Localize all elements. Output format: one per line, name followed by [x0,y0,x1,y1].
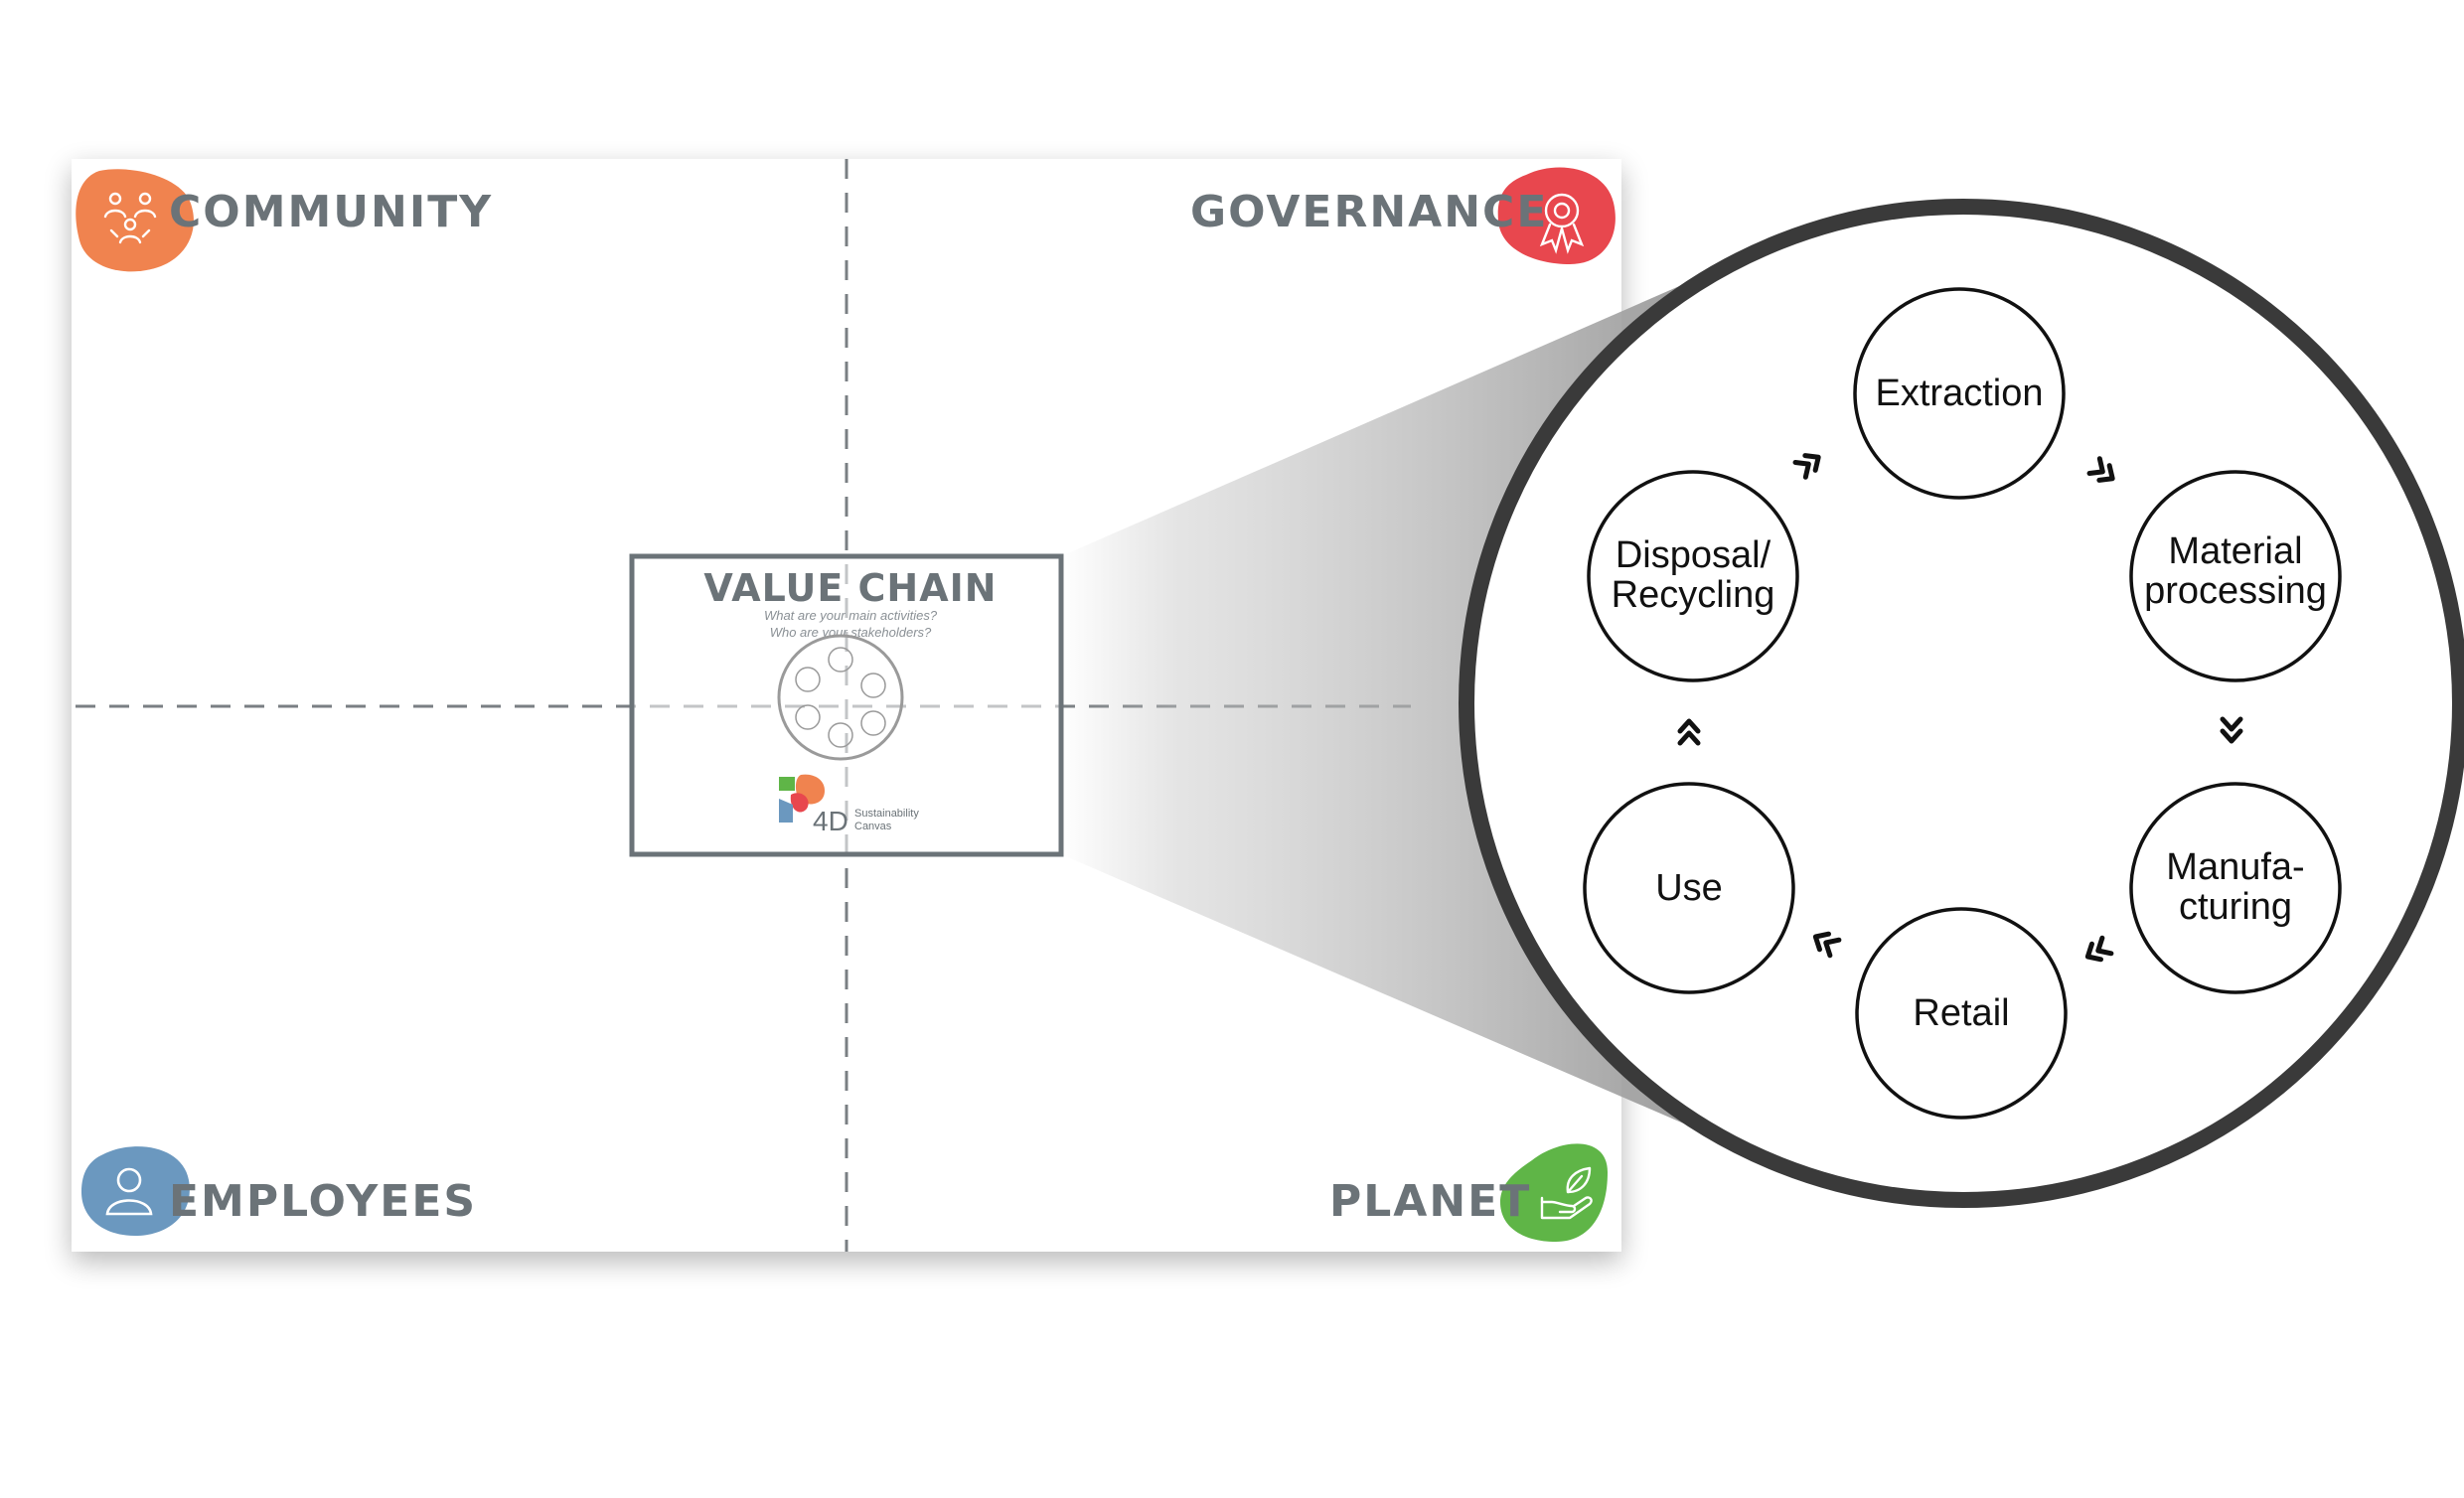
community-label: COMMUNITY [169,187,493,237]
employees-quadrant-header: EMPLOYEES [81,1146,477,1236]
people-group-icon [103,192,157,244]
double-chevron-icon [2086,456,2115,483]
node-label-line-2: processing [2144,570,2327,612]
double-chevron-icon [2220,716,2243,744]
planet-label: PLANET [1329,1176,1531,1227]
logo-blue-shape [779,799,793,823]
employees-label: EMPLOYEES [169,1176,477,1227]
node-label-line-1: Material [2168,530,2302,572]
cycle-node-material-processing: Material processing [2129,470,2342,682]
mini-cycle-thumbnail [777,634,904,761]
logo-mark: 4D [813,806,848,836]
cycle-node-manufacturing: Manufa- cturing [2129,782,2342,994]
cycle-node-extraction: Extraction [1853,287,2066,500]
logo-red-shape [790,793,809,813]
cycle-node-retail: Retail [1855,907,2068,1120]
planet-quadrant-header: PLANET [1329,1143,1608,1242]
node-label: Extraction [1876,373,2044,414]
community-quadrant-header: COMMUNITY [76,169,493,272]
node-label-line-1: Manufa- [2166,846,2304,888]
double-chevron-icon [1792,453,1821,480]
value-chain-question-stakeholders: Who are your stakeholders? [770,625,932,640]
logo-line-sustainability: Sustainability [854,808,919,820]
cycle-node-use: Use [1583,782,1795,994]
magnified-cycle: Extraction Material processing Manufa- c… [1459,199,2464,1208]
double-chevron-icon [1677,718,1701,746]
value-chain-title: VALUE CHAIN [703,566,997,610]
node-label: Retail [1913,992,2009,1034]
planet-blob [1500,1143,1608,1242]
double-chevron-icon [1812,931,1842,959]
hand-leaf-icon [1540,1166,1593,1220]
node-label-line-2: Recycling [1612,574,1775,616]
cycle-node-disposal-recycling: Disposal/ Recycling [1587,470,1799,682]
node-label-line-1: Disposal/ [1616,534,1771,576]
logo-green-shape [779,777,795,791]
node-label: Use [1655,867,1723,909]
governance-quadrant-header: GOVERNANCE [1190,167,1616,264]
governance-label: GOVERNANCE [1190,187,1548,237]
4d-logo: 4D Sustainability Canvas [779,774,919,836]
value-chain-question-activities: What are your main activities? [764,608,938,623]
logo-line-canvas: Canvas [854,821,892,832]
double-chevron-icon [2084,935,2114,963]
node-label-line-2: cturing [2179,886,2292,928]
person-icon [105,1167,153,1216]
award-gear-icon [1539,193,1585,254]
value-chain-card: VALUE CHAIN What are your main activitie… [629,553,1064,857]
community-blob [76,169,194,272]
